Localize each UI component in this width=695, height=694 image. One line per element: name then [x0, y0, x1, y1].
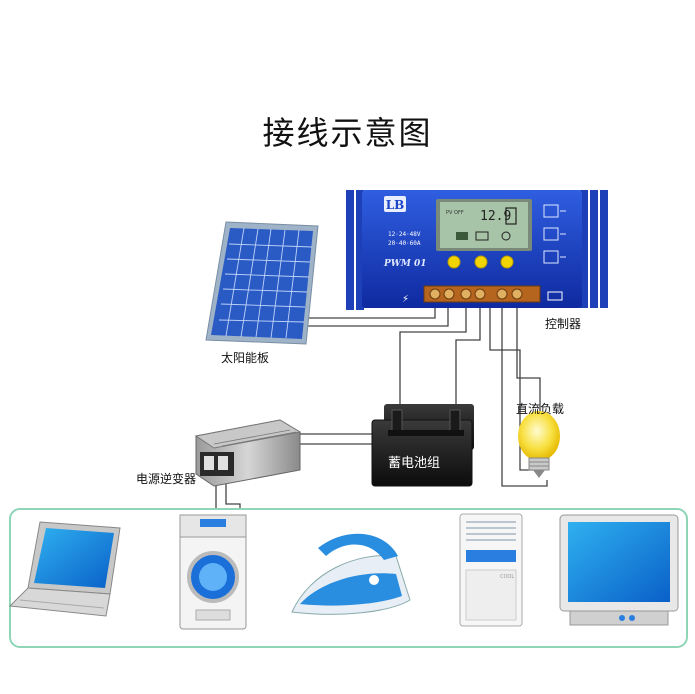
lcd-panel-icon: [456, 232, 468, 240]
model-label: PWM 01: [383, 259, 427, 269]
dc-load-label: 直流负载: [516, 400, 564, 417]
power-inverter: [196, 420, 300, 486]
dc-load-bulb: [518, 411, 560, 478]
air-conditioner-icon: COOL: [460, 514, 522, 626]
button-2: [475, 256, 487, 268]
solar-panel-label: 太阳能板: [221, 349, 269, 366]
lcd-tag: PV OFF: [446, 210, 464, 216]
usb-icon: ⚡: [402, 294, 409, 305]
inverter-label: 电源逆变器: [136, 470, 196, 487]
button-3: [501, 256, 513, 268]
button-1: [448, 256, 460, 268]
brand-logo-text: LB: [386, 198, 405, 212]
ac-label: COOL: [500, 574, 514, 580]
television-icon: [560, 515, 678, 625]
wire-battery-neg: [456, 300, 480, 412]
charge-controller: LB 12·24·48V 20·40·60A PWM 01 PV OFF 12.…: [346, 190, 608, 315]
battery-label: 蓄电池组: [388, 452, 440, 471]
lcd-value: 12.9: [480, 209, 511, 224]
controller-label: 控制器: [545, 315, 581, 332]
solar-panel: [206, 222, 318, 344]
spec-line-2: 20·40·60A: [388, 240, 421, 247]
battery-bank: [372, 404, 474, 486]
washing-machine-icon: [180, 515, 246, 629]
spec-line-1: 12·24·48V: [388, 231, 421, 238]
